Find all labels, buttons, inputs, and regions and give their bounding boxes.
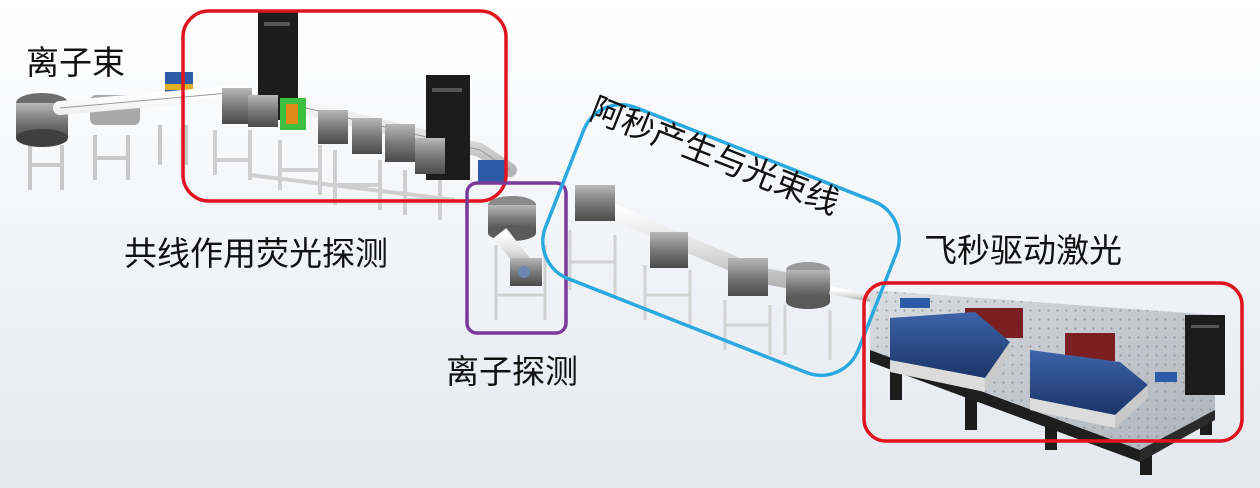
- attosecond-beamline-highlight: [541, 102, 901, 378]
- ion-source-assembly: [16, 72, 193, 190]
- collinear-fluorescence-highlight: [181, 9, 508, 203]
- ion-beam-label: 离子束: [26, 43, 125, 82]
- ion-detection-label: 离子探测: [446, 352, 578, 391]
- fs-laser-highlight: [862, 281, 1244, 443]
- attosecond-beamline-apparatus: [568, 185, 881, 360]
- ion-detection-highlight: [465, 181, 568, 335]
- ion-detection-apparatus: [488, 196, 547, 320]
- collinear-fluorescence-apparatus: [213, 10, 506, 220]
- collinear-fluorescence-label: 共线作用荧光探测: [124, 234, 388, 273]
- femtosecond-laser-table: [870, 290, 1225, 475]
- fs-laser-label: 飞秒驱动激光: [924, 231, 1122, 270]
